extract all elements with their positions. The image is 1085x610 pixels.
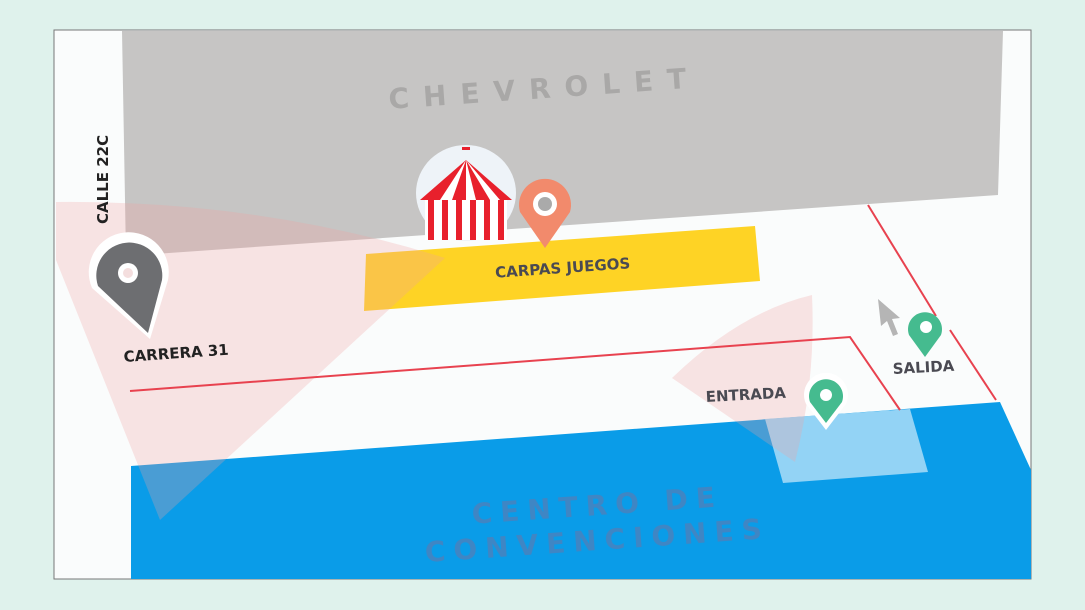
route-line-entrance bbox=[129, 335, 901, 411]
exit-label: SALIDA bbox=[892, 357, 955, 378]
exit-pin-icon[interactable] bbox=[907, 312, 943, 357]
circus-tent-icon[interactable] bbox=[416, 145, 516, 241]
street-label-calle: CALLE 22C bbox=[94, 135, 112, 224]
entrance-pin-icon[interactable] bbox=[804, 372, 848, 430]
entrance-label: ENTRADA bbox=[705, 384, 786, 406]
map-pin-icon[interactable] bbox=[88, 232, 169, 339]
games-zone[interactable] bbox=[364, 226, 760, 311]
view-cone-right bbox=[672, 295, 813, 462]
map-pin-icon[interactable] bbox=[519, 178, 571, 248]
route-line-exit-1 bbox=[867, 204, 937, 317]
cursor-arrow-icon bbox=[878, 299, 900, 336]
route-line-exit-2 bbox=[949, 329, 997, 401]
chevrolet-building[interactable] bbox=[122, 31, 1003, 256]
entrance-area bbox=[765, 409, 928, 483]
